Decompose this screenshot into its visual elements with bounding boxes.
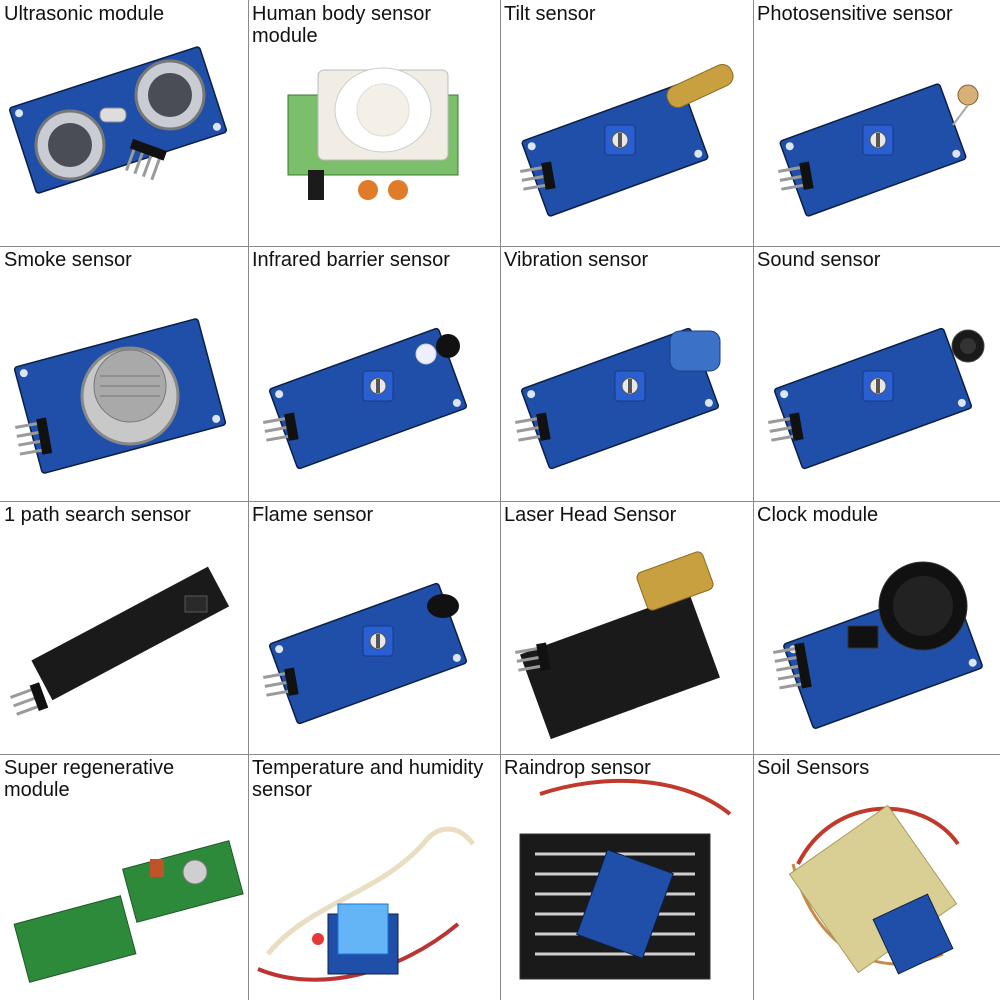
product-label: Flame sensor: [252, 504, 374, 526]
product-label: Photosensitive sensor: [757, 3, 953, 25]
rf-image: [0, 754, 248, 1000]
product-cell: Clock module: [753, 501, 1000, 754]
rain-image: [500, 754, 748, 1000]
product-cell: Infrared barrier sensor: [248, 246, 500, 501]
product-cell: Smoke sensor: [0, 246, 248, 501]
photo-image: [753, 0, 1000, 246]
product-label: Vibration sensor: [504, 249, 649, 271]
tracker-image: [0, 501, 248, 749]
product-label: Human body sensor module: [252, 3, 431, 47]
flame-image: [248, 501, 496, 749]
product-cell: Tilt sensor: [500, 0, 753, 246]
ultrasonic-image: [0, 0, 248, 246]
smoke-image: [0, 246, 248, 494]
product-label: Super regenerative module: [4, 757, 175, 801]
product-cell: Vibration sensor: [500, 246, 753, 501]
grid-divider: [0, 754, 1000, 755]
irbarrier-image: [248, 246, 496, 494]
product-cell: Sound sensor: [753, 246, 1000, 501]
product-cell: Laser Head Sensor: [500, 501, 753, 754]
product-cell: Soil Sensors: [753, 754, 1000, 1000]
product-label: Clock module: [757, 504, 879, 526]
product-cell: 1 path search sensor: [0, 501, 248, 754]
grid-divider: [500, 0, 501, 1000]
product-cell: Super regenerative module: [0, 754, 248, 1000]
product-cell: Human body sensor module: [248, 0, 500, 246]
product-cell: Flame sensor: [248, 501, 500, 754]
sound-image: [753, 246, 1000, 494]
product-label: Soil Sensors: [757, 757, 870, 779]
product-cell: Temperature and humidity sensor: [248, 754, 500, 1000]
product-label: Sound sensor: [757, 249, 881, 271]
product-label: Tilt sensor: [504, 3, 596, 25]
product-cell: Ultrasonic module: [0, 0, 248, 246]
product-cell: Photosensitive sensor: [753, 0, 1000, 246]
vibration-image: [500, 246, 748, 494]
grid-divider: [248, 0, 249, 1000]
soil-image: [753, 754, 1000, 1000]
product-label: Temperature and humidity sensor: [252, 757, 484, 801]
dht-image: [248, 754, 496, 1000]
product-label: 1 path search sensor: [4, 504, 191, 526]
product-label: Smoke sensor: [4, 249, 132, 271]
clock-image: [753, 501, 1000, 749]
pir-image: [248, 0, 496, 246]
grid-divider: [753, 0, 754, 1000]
laser-image: [500, 501, 748, 749]
product-label: Raindrop sensor: [504, 757, 651, 779]
tilt-image: [500, 0, 748, 246]
product-label: Laser Head Sensor: [504, 504, 677, 526]
product-cell: Raindrop sensor: [500, 754, 753, 1000]
product-label: Ultrasonic module: [4, 3, 165, 25]
product-label: Infrared barrier sensor: [252, 249, 450, 271]
